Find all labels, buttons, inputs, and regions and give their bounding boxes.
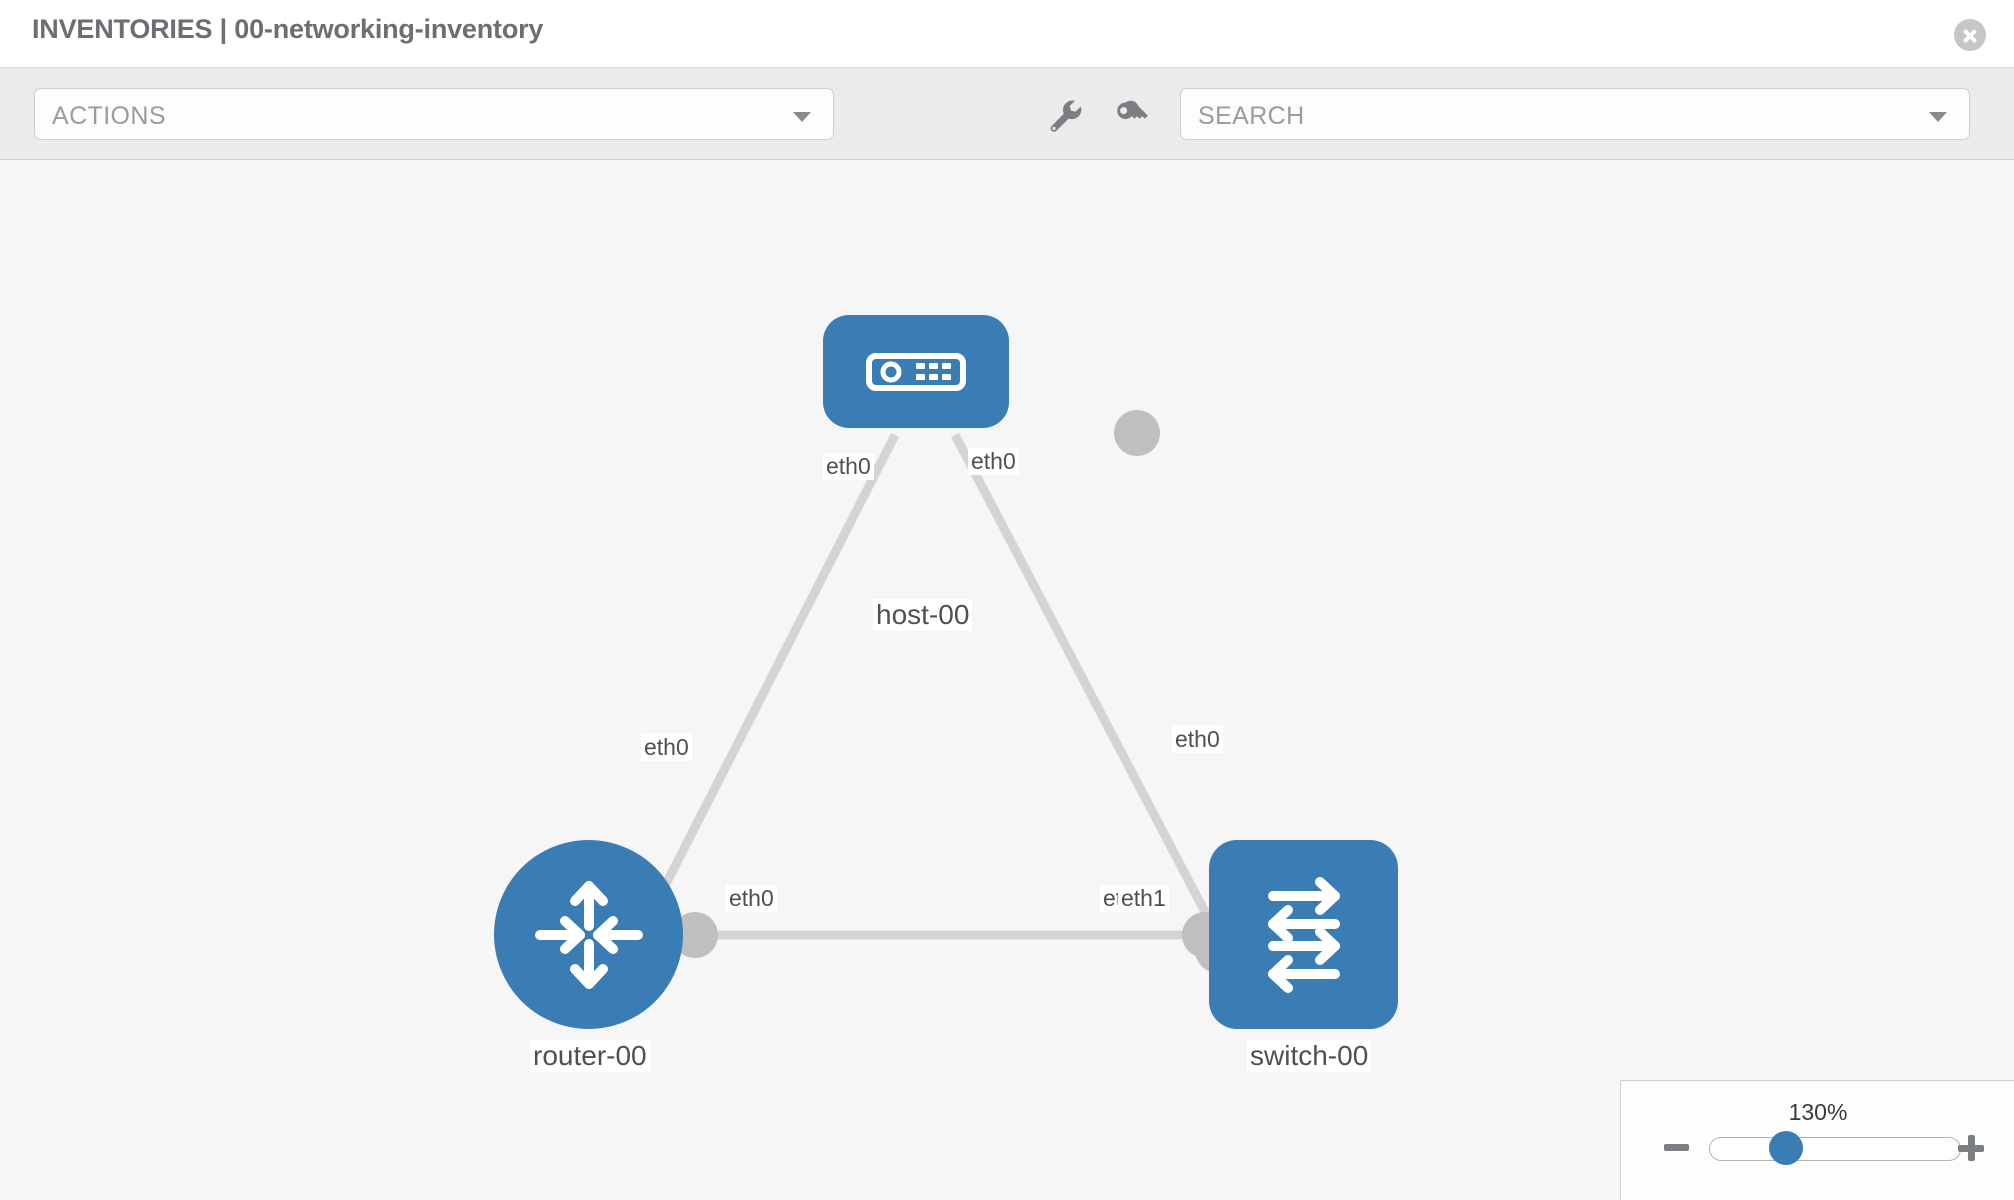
port-host-right[interactable]	[1114, 410, 1160, 456]
chevron-down-icon	[793, 112, 811, 122]
chevron-down-icon[interactable]	[1929, 112, 1947, 122]
server-icon	[823, 315, 1009, 428]
topology-canvas[interactable]: host-00	[0, 160, 2014, 1200]
router-arrows-icon	[494, 840, 683, 1029]
close-icon[interactable]	[1954, 19, 1986, 51]
edge-label-router-up: eth0	[641, 734, 692, 761]
link-host-switch[interactable]	[951, 432, 1229, 953]
edge-label-switch-left: eth1	[1118, 885, 1169, 912]
toolbar: ACTIONS SEARCH	[0, 68, 2014, 160]
actions-dropdown[interactable]: ACTIONS	[34, 88, 834, 140]
key-icon[interactable]	[1112, 96, 1150, 134]
search-placeholder: SEARCH	[1198, 102, 1305, 130]
zoom-slider-track[interactable]	[1709, 1137, 1961, 1161]
actions-dropdown-label: ACTIONS	[52, 102, 166, 130]
zoom-level-value: 130%	[1788, 1099, 1848, 1125]
link-router-host[interactable]	[635, 432, 900, 938]
node-label-host-00: host-00	[873, 599, 973, 631]
edge-label-router-right: eth0	[726, 885, 777, 912]
edge-label-host-right: eth0	[968, 448, 1019, 475]
wrench-icon[interactable]	[1046, 96, 1084, 134]
zoom-slider-thumb[interactable]	[1769, 1131, 1803, 1165]
zoom-control-panel: 130%	[1620, 1080, 2014, 1200]
search-input[interactable]: SEARCH	[1180, 88, 1970, 140]
minus-icon[interactable]	[1664, 1144, 1689, 1151]
page-header: INVENTORIES | 00-networking-inventory	[0, 0, 2014, 68]
switch-arrows-icon	[1209, 840, 1398, 1029]
node-label-switch-00: switch-00	[1247, 1040, 1372, 1072]
page-title: INVENTORIES | 00-networking-inventory	[32, 14, 544, 44]
edge-label-host-left: eth0	[823, 453, 874, 480]
topology-links	[635, 432, 1230, 953]
edge-label-switch-up: eth0	[1172, 726, 1223, 753]
plus-icon[interactable]	[1958, 1135, 1984, 1161]
node-label-router-00: router-00	[530, 1040, 650, 1072]
